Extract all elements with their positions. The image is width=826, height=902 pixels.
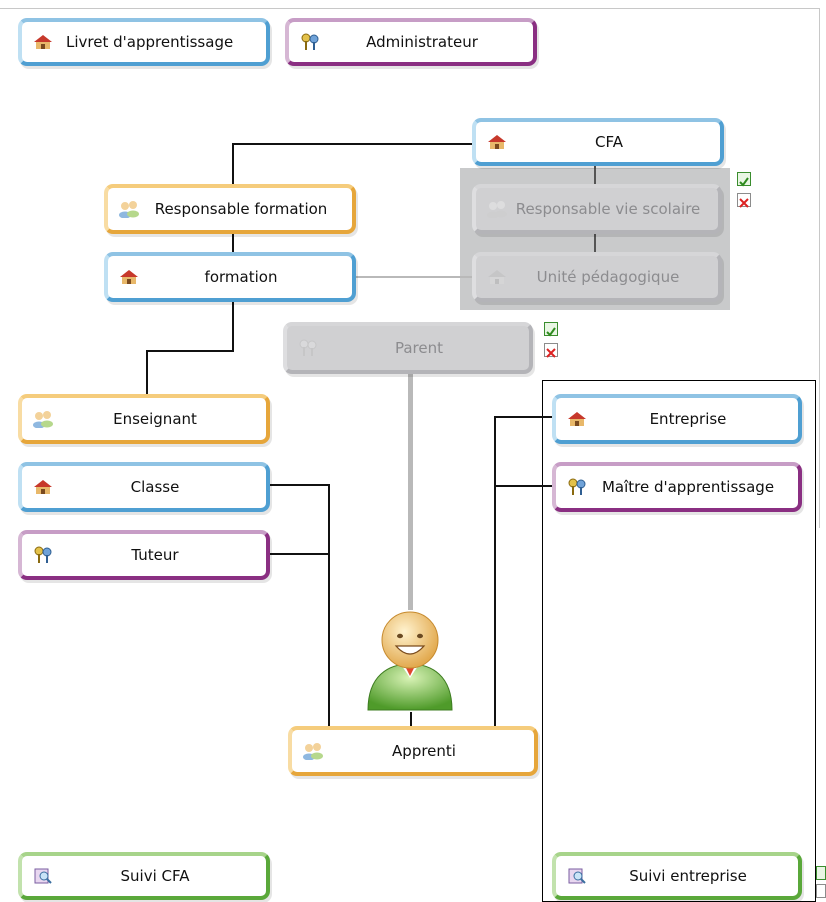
users-icon xyxy=(302,742,324,760)
enseignant-node[interactable]: Enseignant xyxy=(18,394,270,444)
student-avatar-icon xyxy=(360,606,460,714)
users-icon xyxy=(486,200,508,218)
users-icon xyxy=(118,200,140,218)
administrateur-label: Administrateur xyxy=(366,33,478,51)
keys-icon xyxy=(32,546,54,564)
unite-pedagogique-node[interactable]: Unité pédagogique xyxy=(472,252,722,302)
apprenti-label: Apprenti xyxy=(392,742,456,760)
close-icon xyxy=(546,348,556,358)
frame-top xyxy=(0,8,820,9)
keys-icon xyxy=(299,33,321,51)
book-search-icon xyxy=(566,867,588,885)
connector xyxy=(270,484,330,486)
connector xyxy=(494,485,552,487)
house-icon xyxy=(566,410,588,428)
connector xyxy=(146,350,148,394)
administrateur-button[interactable]: Administrateur xyxy=(285,18,537,66)
entreprise-label: Entreprise xyxy=(649,410,727,428)
house-icon xyxy=(32,33,54,51)
responsable-vie-scolaire-label: Responsable vie scolaire xyxy=(515,200,701,218)
connector xyxy=(232,300,234,352)
apprenti-node[interactable]: Apprenti xyxy=(288,726,538,776)
connector xyxy=(146,350,234,352)
cfa-node[interactable]: CFA xyxy=(472,118,724,166)
livret-apprentissage-button[interactable]: Livret d'apprentissage xyxy=(18,18,270,66)
enable-checkbox[interactable] xyxy=(544,322,558,337)
livret-apprentissage-label: Livret d'apprentissage xyxy=(66,33,234,51)
responsable-vie-scolaire-node[interactable]: Responsable vie scolaire xyxy=(472,184,722,234)
enable-checkbox[interactable] xyxy=(816,866,826,880)
disable-checkbox[interactable] xyxy=(737,193,751,208)
cfa-label: CFA xyxy=(595,133,623,151)
responsable-formation-node[interactable]: Responsable formation xyxy=(104,184,356,234)
classe-label: Classe xyxy=(130,478,180,496)
keys-icon xyxy=(566,478,588,496)
connector xyxy=(410,712,412,728)
house-icon xyxy=(32,478,54,496)
connector-disabled xyxy=(408,374,413,610)
tuteur-node[interactable]: Tuteur xyxy=(18,530,270,580)
disable-checkbox[interactable] xyxy=(544,343,558,358)
connector xyxy=(270,553,330,555)
connector xyxy=(232,234,234,252)
responsable-formation-label: Responsable formation xyxy=(154,200,328,218)
enseignant-label: Enseignant xyxy=(113,410,197,428)
disable-checkbox[interactable] xyxy=(816,884,826,898)
maitre-apprentissage-label: Maître d'apprentissage xyxy=(601,478,775,496)
connector xyxy=(594,234,596,254)
users-icon xyxy=(32,410,54,428)
close-icon xyxy=(739,198,749,208)
house-icon xyxy=(486,133,508,151)
connector xyxy=(232,143,476,145)
connector xyxy=(594,164,596,184)
check-icon xyxy=(739,177,749,187)
entreprise-region xyxy=(542,380,816,902)
connector xyxy=(494,416,496,728)
formation-node[interactable]: formation xyxy=(104,252,356,302)
connector xyxy=(494,416,552,418)
entreprise-node[interactable]: Entreprise xyxy=(552,394,802,444)
unite-pedagogique-label: Unité pédagogique xyxy=(536,268,680,286)
classe-node[interactable]: Classe xyxy=(18,462,270,512)
formation-label: formation xyxy=(204,268,278,286)
suivi-cfa-label: Suivi CFA xyxy=(120,867,190,885)
check-icon xyxy=(546,327,556,337)
suivi-entreprise-label: Suivi entreprise xyxy=(629,867,747,885)
frame-right xyxy=(819,8,820,528)
parent-node[interactable]: Parent xyxy=(283,322,533,374)
connector xyxy=(232,143,234,185)
suivi-cfa-button[interactable]: Suivi CFA xyxy=(18,852,270,900)
house-icon xyxy=(118,268,140,286)
connector xyxy=(328,484,330,728)
maitre-apprentissage-node[interactable]: Maître d'apprentissage xyxy=(552,462,802,512)
tuteur-label: Tuteur xyxy=(131,546,179,564)
parent-label: Parent xyxy=(394,339,444,357)
house-icon xyxy=(486,268,508,286)
connector-disabled xyxy=(352,276,472,278)
suivi-entreprise-button[interactable]: Suivi entreprise xyxy=(552,852,802,900)
keys-icon xyxy=(297,339,319,357)
book-search-icon xyxy=(32,867,54,885)
enable-checkbox[interactable] xyxy=(737,172,751,187)
